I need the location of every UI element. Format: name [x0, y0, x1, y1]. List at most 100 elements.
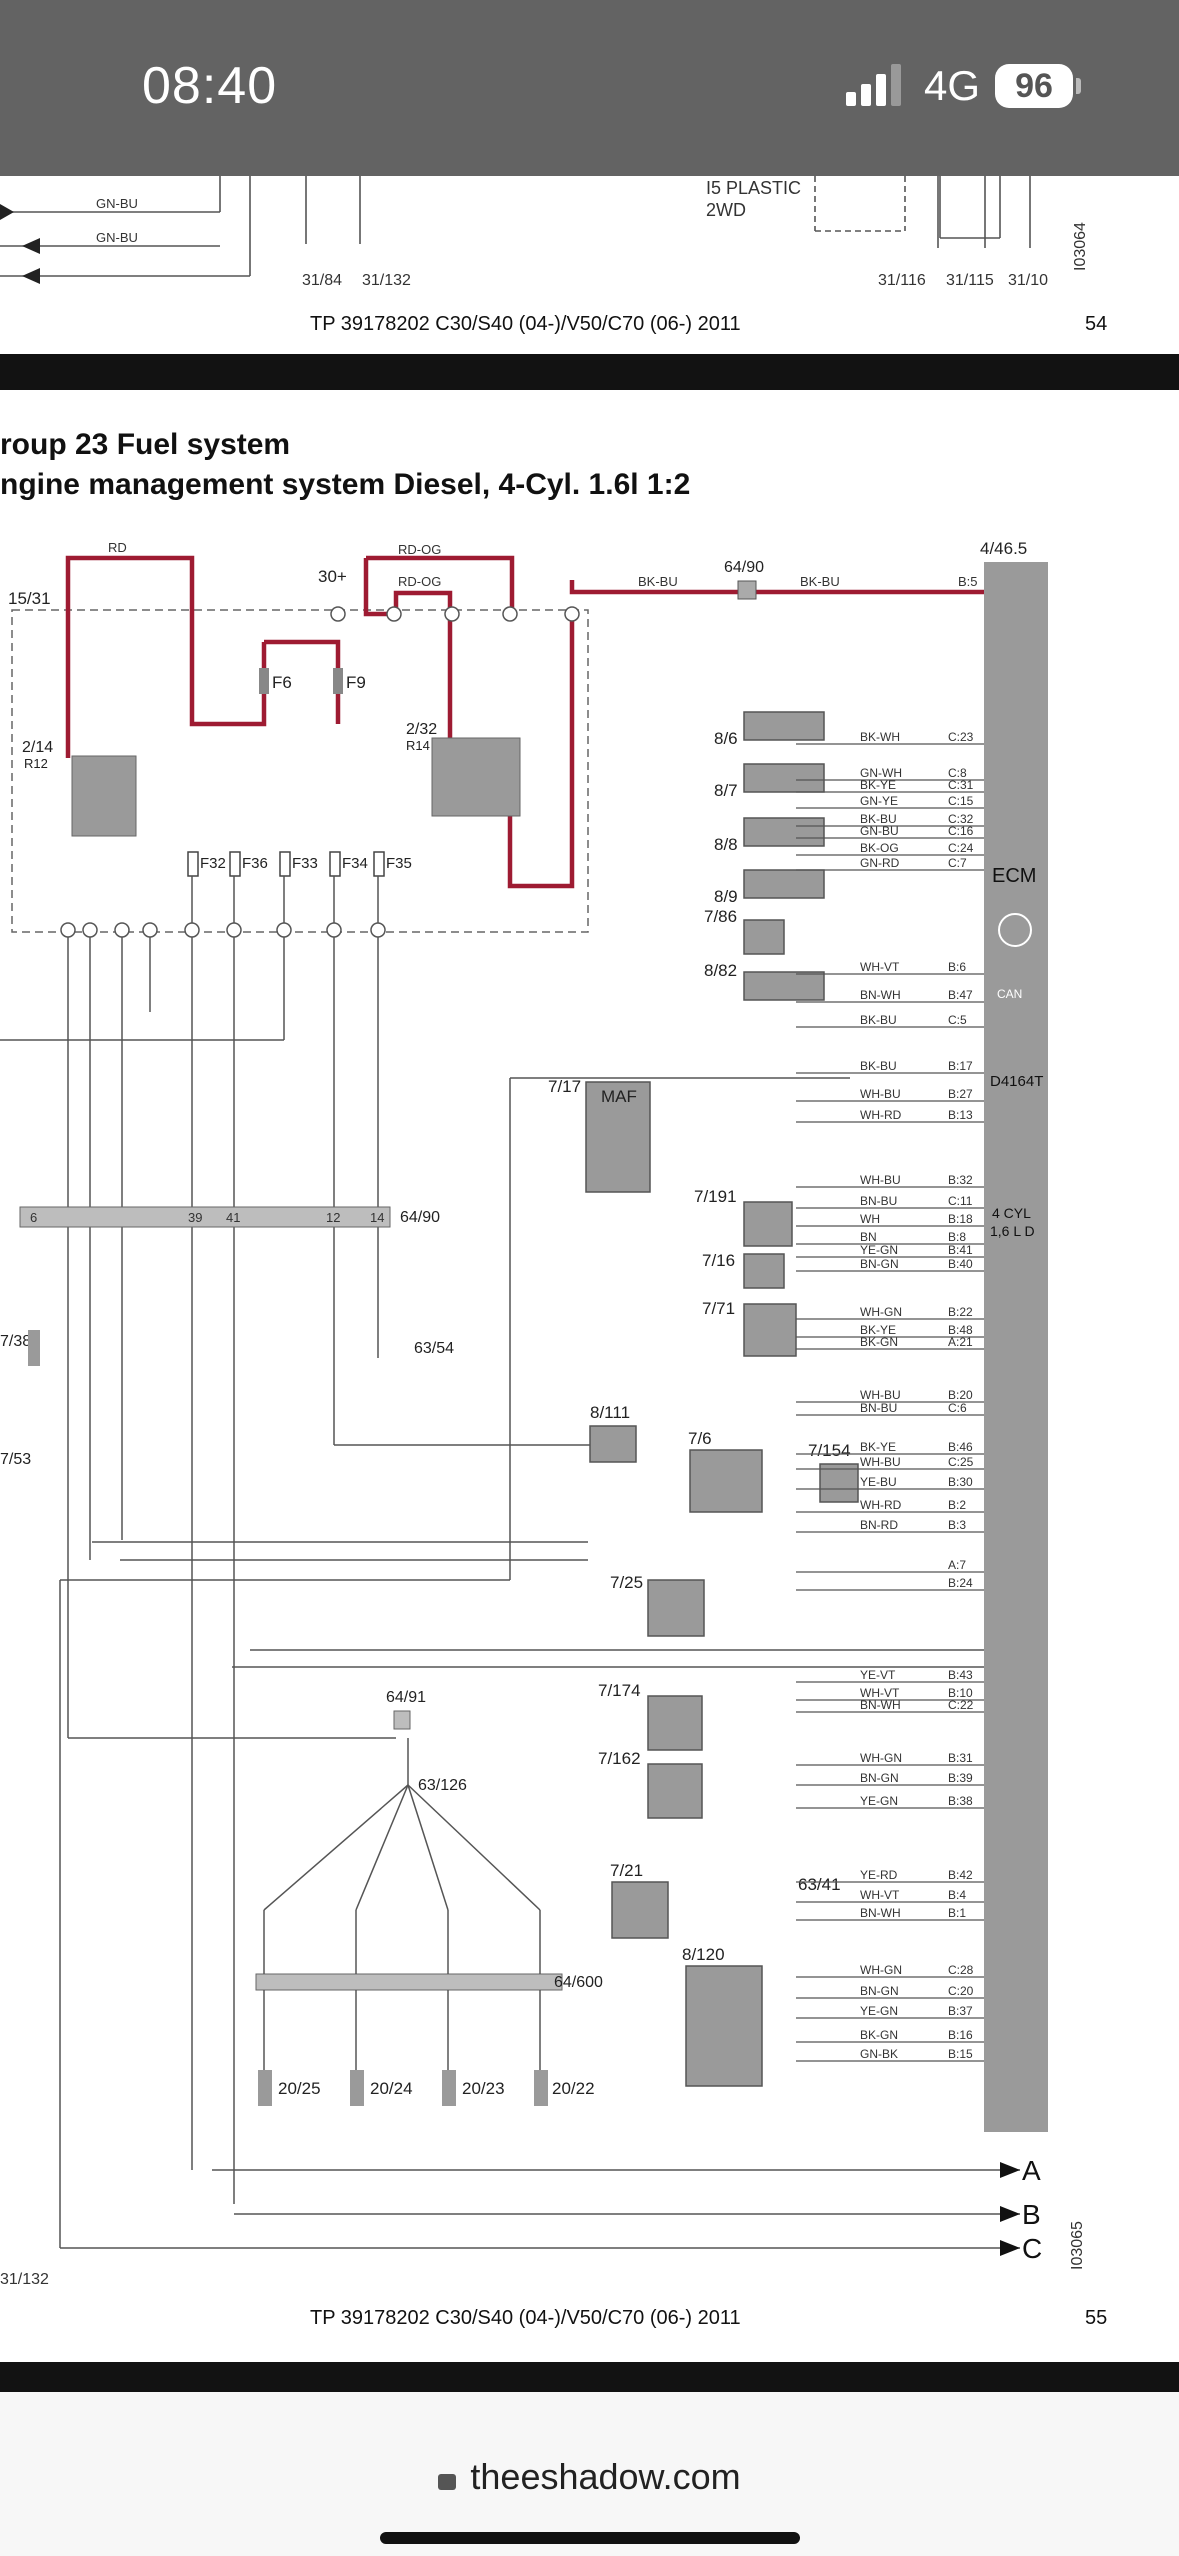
wire-color-label: BK-BU [860, 1059, 897, 1073]
ecm-pin-label: B:46 [948, 1440, 973, 1454]
fuse-f36 [229, 851, 241, 877]
ecm-pin-label: B:27 [948, 1087, 973, 1101]
ecm-pin-label: B:13 [948, 1108, 973, 1122]
wire-color-label: BN-RD [860, 1518, 898, 1532]
ecm-block [984, 562, 1048, 2132]
ecm-pin-label: A:21 [948, 1335, 973, 1349]
wire-color-label: GN-BK [860, 2047, 898, 2061]
page-subtitle: ngine management system Diesel, 4-Cyl. 1… [0, 468, 690, 501]
doc-id: I03064 [1072, 222, 1089, 271]
component-label: 7/86 [704, 907, 737, 926]
wire-color-label: YE-BU [860, 1475, 897, 1489]
injector [442, 2070, 456, 2106]
component-label: 8/82 [704, 961, 737, 980]
component-7-191 [743, 1201, 793, 1247]
wire-color-label: BN-GN [860, 1257, 899, 1271]
wire-color-label: BN-WH [860, 988, 901, 1002]
svg-text:14: 14 [370, 1210, 384, 1225]
ecm-pin-label: B:3 [948, 1518, 966, 1532]
address-bar[interactable]: theeshadow.com [0, 2456, 1179, 2498]
wire-color-label: BK-YE [860, 1323, 896, 1337]
wiring-diagram-page: roup 23 Fuel system ngine management sys… [0, 390, 1179, 2362]
component-label: 7/21 [610, 1861, 643, 1880]
ground-label: 31/116 [878, 272, 926, 289]
ecm-pin-label: B:24 [948, 1576, 973, 1590]
cellular-signal-icon [846, 64, 901, 106]
wire-label: GN-BU [96, 230, 138, 245]
ecm-pin-label: C:16 [948, 824, 974, 838]
wire-color-label: BN-GN [860, 1771, 899, 1785]
home-indicator[interactable] [380, 2532, 800, 2544]
ecm-pin-label: B:39 [948, 1771, 973, 1785]
component-7-154 [819, 1463, 859, 1503]
junction [502, 606, 518, 622]
label-plastic: I5 PLASTIC [706, 178, 801, 198]
component-label: 7/16 [702, 1251, 735, 1270]
svg-text:41: 41 [226, 1210, 240, 1225]
wire-color-label: BN-BU [860, 1401, 897, 1415]
ecm-pin-label: B:37 [948, 2004, 973, 2018]
page-separator [0, 2362, 1179, 2392]
relay-label: R12 [24, 756, 48, 771]
connector-64-90-strip [19, 1206, 391, 1228]
page-footer: TP 39178202 C30/S40 (04-)/V50/C70 (06-) … [310, 313, 741, 335]
power-wires [65, 555, 984, 889]
wire-color-label: BK-BU [860, 812, 897, 826]
ecm-pin-label: B:42 [948, 1868, 973, 1882]
ecm-pin-label: C:28 [948, 1963, 974, 1977]
connector-label: 64/90 [724, 559, 764, 576]
injector-label: 20/24 [370, 2079, 413, 2098]
fuse-f35 [373, 851, 385, 877]
ecm-disp: 1,6 L D [990, 1223, 1035, 1239]
connector-label: 64/600 [554, 1974, 603, 1991]
ecm-pin-label: B:47 [948, 988, 973, 1002]
wire-color-label: GN-YE [860, 794, 898, 808]
page-number: 54 [1085, 313, 1107, 335]
sensor-7-38 [28, 1330, 40, 1366]
transistor-icon [998, 913, 1032, 947]
component-7-162 [647, 1763, 703, 1819]
fuse-label: F6 [272, 673, 292, 692]
ecm-ref: 4/46.5 [980, 539, 1027, 558]
component-label: 8/6 [714, 729, 738, 748]
injector-label: 20/22 [552, 2079, 595, 2098]
wire-color-label: WH-BU [860, 1455, 901, 1469]
fuse-f6 [259, 668, 269, 694]
ecm-pin-label: C:20 [948, 1984, 974, 1998]
injector-label: 20/25 [278, 2079, 321, 2098]
fuse-f9 [333, 668, 343, 694]
ecm-pin-label: C:5 [948, 1013, 967, 1027]
component-8-6 [743, 711, 825, 741]
ecm-pin-label: B:31 [948, 1751, 973, 1765]
ecm-pin-label: C:24 [948, 841, 974, 855]
ecm-pin-label: C:22 [948, 1698, 974, 1712]
component-label: 63/41 [798, 1875, 841, 1894]
connector-64-90 [737, 580, 757, 600]
wire-color-label: BK-OG [860, 841, 899, 855]
component-label: 8/7 [714, 781, 738, 800]
wire-color-label: WH [860, 1212, 880, 1226]
wire-color-label: BN-WH [860, 1698, 901, 1712]
battery-tip [1076, 78, 1081, 94]
ecm-pin-label: C:7 [948, 856, 967, 870]
component-8-111 [589, 1425, 637, 1463]
fuse-label: F34 [342, 855, 368, 872]
ecm-pin-label: B:43 [948, 1668, 973, 1682]
ecm-pin-label: B:8 [948, 1230, 966, 1244]
wire-color-label: BK-YE [860, 1440, 896, 1454]
clock: 08:40 [142, 57, 278, 115]
ground-label: 31/10 [1008, 272, 1048, 289]
ecm-pin-label: C:11 [948, 1194, 973, 1208]
component-7-6 [689, 1449, 763, 1513]
component-label: 7/162 [598, 1749, 641, 1768]
relay-2-14 [71, 755, 137, 837]
ecm-pin-label: C:25 [948, 1455, 974, 1469]
output-label-b: B [1022, 2199, 1041, 2230]
previous-page: I5 PLASTIC 2WD GN-BU GN-BU 31/84 31/132 … [0, 176, 1179, 354]
wire-label: RD-OG [398, 542, 441, 557]
junction [386, 606, 402, 622]
component-7-17 [585, 1081, 651, 1193]
ecm-pin-label: B:10 [948, 1686, 973, 1700]
ecm-pin-label: B:6 [948, 960, 966, 974]
fuse-f33 [279, 851, 291, 877]
